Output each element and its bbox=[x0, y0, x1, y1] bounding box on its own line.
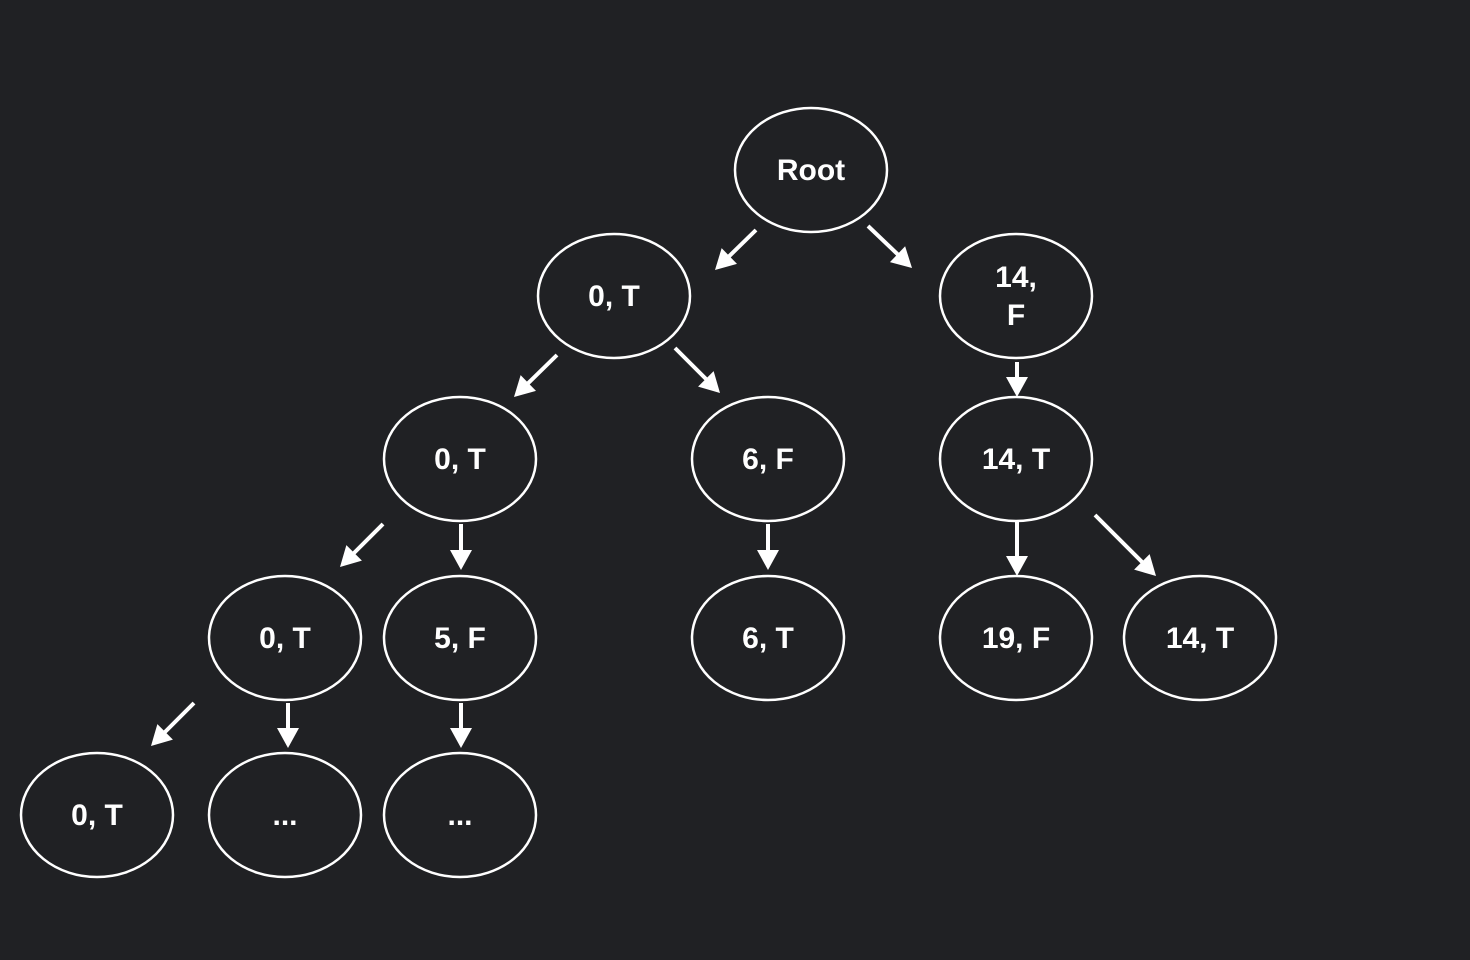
edge-arrow-root-to-n14F bbox=[866, 224, 912, 268]
node-ellipse bbox=[938, 574, 1094, 702]
arrowhead-icon bbox=[340, 545, 362, 567]
arrowhead-icon bbox=[698, 371, 720, 393]
node-label: 19, F bbox=[982, 622, 1050, 655]
arrowhead-icon bbox=[514, 375, 536, 397]
node-label: 14, bbox=[995, 261, 1037, 294]
node-ellipse bbox=[690, 574, 846, 702]
node-ellipse bbox=[382, 574, 538, 702]
arrowhead-icon bbox=[889, 246, 912, 268]
edge-arrow-n6F-to-n6T bbox=[757, 524, 779, 570]
tree-node-ellipsis-b: ... bbox=[382, 751, 538, 879]
node-label: 0, T bbox=[434, 443, 486, 476]
node-label: 0, T bbox=[588, 280, 640, 313]
node-label: ... bbox=[272, 799, 297, 832]
edge-arrow-n0T-b-to-n5F bbox=[450, 524, 472, 570]
tree-node-n14T-b: 14, T bbox=[1122, 574, 1278, 702]
node-label: 5, F bbox=[434, 622, 486, 655]
edge-arrow-n14T-a-to-n19F bbox=[1006, 522, 1028, 576]
edge-line bbox=[866, 224, 901, 258]
edge-arrow-n5F-to-ellipsis-b bbox=[450, 703, 472, 748]
nodes-layer: Root 0, T 14, F 0, T 6, F 14, T 0, T 5, F 6, T 19,… bbox=[19, 106, 1278, 879]
tree-node-n6T: 6, T bbox=[690, 574, 846, 702]
node-ellipse bbox=[382, 395, 538, 523]
node-ellipse bbox=[19, 751, 175, 879]
edge-arrow-n14T-a-to-n14T-b bbox=[1093, 513, 1156, 576]
node-label: 14, T bbox=[1166, 622, 1234, 655]
tree-node-n0T-b: 0, T bbox=[382, 395, 538, 523]
node-label: 14, T bbox=[982, 443, 1050, 476]
node-ellipse bbox=[938, 232, 1094, 360]
node-ellipse bbox=[536, 232, 692, 360]
node-label: 0, T bbox=[259, 622, 311, 655]
arrowhead-icon bbox=[450, 550, 472, 570]
node-ellipse bbox=[207, 574, 363, 702]
node-label: ... bbox=[447, 799, 472, 832]
node-ellipse bbox=[733, 106, 889, 234]
node-label: Root bbox=[777, 154, 845, 187]
edge-line bbox=[162, 701, 196, 735]
arrowhead-icon bbox=[450, 728, 472, 748]
node-label: 6, F bbox=[742, 443, 794, 476]
edge-arrow-root-to-n0T-a bbox=[715, 228, 758, 270]
edge-arrow-n0T-c-to-ellipsis-a bbox=[277, 703, 299, 748]
arrowhead-icon bbox=[151, 724, 173, 746]
tree-node-n5F: 5, F bbox=[382, 574, 538, 702]
edge-line bbox=[351, 522, 385, 556]
edge-arrow-n14F-to-n14T-a bbox=[1006, 362, 1028, 397]
tree-node-n0T-c: 0, T bbox=[207, 574, 363, 702]
node-ellipse bbox=[382, 751, 538, 879]
node-ellipse bbox=[938, 395, 1094, 523]
edges-layer bbox=[151, 224, 1156, 748]
tree-node-root: Root bbox=[733, 106, 889, 234]
edge-line bbox=[673, 346, 709, 382]
edge-arrow-n0T-b-to-n0T-c bbox=[340, 522, 385, 567]
node-label: 6, T bbox=[742, 622, 794, 655]
arrowhead-icon bbox=[715, 248, 737, 270]
node-ellipse bbox=[1122, 574, 1278, 702]
arrowhead-icon bbox=[277, 728, 299, 748]
edge-line bbox=[1093, 513, 1145, 565]
tree-node-n6F: 6, F bbox=[690, 395, 846, 523]
tree-node-n0T-a: 0, T bbox=[536, 232, 692, 360]
tree-node-n14T-a: 14, T bbox=[938, 395, 1094, 523]
tree-node-n19F: 19, F bbox=[938, 574, 1094, 702]
arrowhead-icon bbox=[1006, 556, 1028, 576]
tree-node-n14F: 14, F bbox=[938, 232, 1094, 360]
node-label: 0, T bbox=[71, 799, 123, 832]
arrowhead-icon bbox=[1134, 554, 1156, 576]
node-ellipse bbox=[207, 751, 363, 879]
arrowhead-icon bbox=[1006, 377, 1028, 397]
tree-node-ellipsis-a: ... bbox=[207, 751, 363, 879]
tree-node-n0T-d: 0, T bbox=[19, 751, 175, 879]
edge-arrow-n0T-c-to-n0T-d bbox=[151, 701, 196, 746]
arrowhead-icon bbox=[757, 550, 779, 570]
edge-line bbox=[525, 353, 559, 386]
node-label: F bbox=[1007, 299, 1025, 332]
edge-arrow-n0T-a-to-n6F bbox=[673, 346, 720, 393]
edge-arrow-n0T-a-to-n0T-b bbox=[514, 353, 559, 397]
node-ellipse bbox=[690, 395, 846, 523]
edge-line bbox=[726, 228, 758, 259]
